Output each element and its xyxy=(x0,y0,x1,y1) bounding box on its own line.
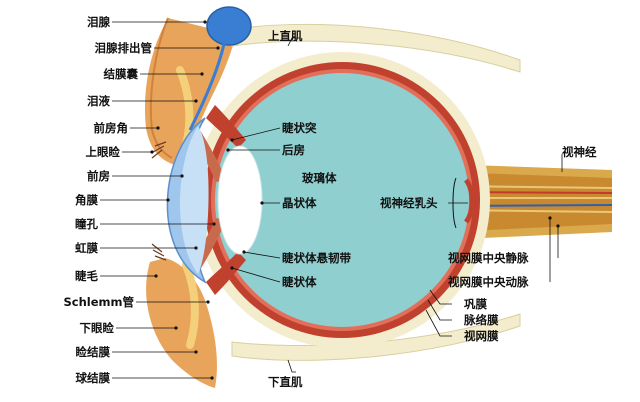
label-anterior-angle: 前房角 xyxy=(94,121,129,135)
lacrimal-duct-shape xyxy=(188,43,226,131)
superior-rectus-muscle xyxy=(229,23,521,73)
label-zonule: 睫状体悬韧带 xyxy=(282,251,351,265)
label-sclera: 巩膜 xyxy=(464,297,487,311)
eyelashes-lower xyxy=(151,243,167,261)
label-cornea: 角膜 xyxy=(75,193,98,207)
labels-left: 泪腺 泪腺排出管 结膜囊 泪液 前房角 上眼睑 前房 角膜 瞳孔 虹膜 睫毛 S… xyxy=(64,15,153,385)
label-pupil: 瞳孔 xyxy=(75,217,98,231)
vitreous-body xyxy=(215,73,469,327)
label-lens: 晶状体 xyxy=(282,196,317,210)
lens-shape xyxy=(217,145,263,255)
label-superior-rectus: 上直肌 xyxy=(268,29,303,43)
leader-lines-left xyxy=(100,20,220,380)
label-palpebral-conjunctiva: 睑结膜 xyxy=(76,345,111,359)
label-conjunctival-sac: 结膜囊 xyxy=(103,67,139,81)
lacrimal-gland-shape xyxy=(206,6,252,46)
inferior-rectus-muscle xyxy=(231,313,521,361)
label-central-artery: 视网膜中央动脉 xyxy=(448,275,529,289)
leader-lines-right xyxy=(226,37,563,373)
label-lacrimal-gland: 泪腺 xyxy=(87,15,110,29)
labels-right: 上直肌 睫状突 后房 玻璃体 晶状体 视神经乳头 睫状体悬韧带 睫状体 视神经 … xyxy=(268,29,597,389)
label-anterior-chamber: 前房 xyxy=(87,169,110,183)
label-optic-nerve: 视神经 xyxy=(562,145,597,159)
eyeball xyxy=(194,52,490,348)
label-lower-eyelid: 下眼睑 xyxy=(80,321,115,335)
eyelashes-upper xyxy=(151,141,167,159)
label-upper-eyelid: 上眼睑 xyxy=(86,145,121,159)
label-tears: 泪液 xyxy=(87,94,110,108)
label-bulbar-conjunctiva: 球结膜 xyxy=(76,371,111,385)
lower-eyelid-tissue xyxy=(146,258,217,388)
label-vitreous: 玻璃体 xyxy=(302,171,337,185)
label-choroid: 脉络膜 xyxy=(463,313,499,327)
label-lacrimal-duct: 泪腺排出管 xyxy=(95,41,153,55)
label-ciliary-process: 睫状突 xyxy=(282,121,317,135)
label-schlemm-canal: Schlemm管 xyxy=(64,295,135,309)
label-retina: 视网膜 xyxy=(464,329,499,343)
label-central-vein: 视网膜中央静脉 xyxy=(448,251,529,265)
label-eyelash: 睫毛 xyxy=(75,269,98,283)
anterior-chamber xyxy=(179,126,209,274)
label-ciliary-body: 睫状体 xyxy=(282,275,317,289)
ciliary-body-upper xyxy=(206,105,246,148)
label-iris: 虹膜 xyxy=(75,241,98,255)
label-inferior-rectus: 下直肌 xyxy=(268,375,303,389)
ciliary-body-lower xyxy=(206,252,246,295)
label-posterior-chamber: 后房 xyxy=(282,143,305,157)
label-optic-disc: 视神经乳头 xyxy=(380,196,438,210)
